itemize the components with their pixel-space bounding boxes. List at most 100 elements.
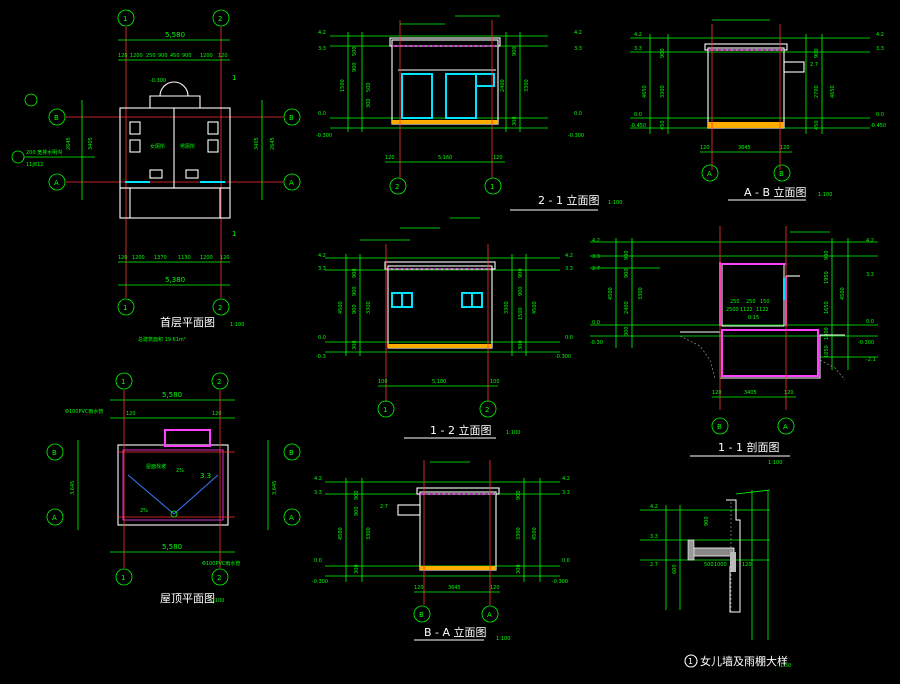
dim-bottom-part-5: 1200 — [200, 255, 213, 261]
e21-axis-bubble-1 — [484, 177, 502, 195]
s11-dim-left-2: 4500 — [608, 287, 614, 300]
detail-dim-4: 120 — [742, 562, 752, 568]
eab-dim-right-1: 2700 — [814, 85, 820, 98]
roof-axis-1-top-label: 1 — [121, 378, 125, 386]
dim-side-right-2: 2645 — [270, 137, 276, 150]
plan-front-apron — [119, 187, 231, 219]
dim-side-left: 2645 — [66, 137, 72, 150]
eba-level-33-right: 3.3 — [562, 490, 570, 496]
s11-inner-dim-5: 1122 — [756, 307, 769, 313]
eab-axis-bubble-a — [701, 164, 719, 182]
eab-dim-bottom-0: 120 — [700, 145, 710, 151]
e21-level-m03-left: -0.300 — [316, 133, 332, 139]
axis-label-2-top: 2 — [218, 15, 222, 23]
eab-dim-bottom-2: 120 — [780, 145, 790, 151]
s11-level-33-left: 3.3 — [592, 254, 600, 260]
elevation-b-a: 4.2 3.3 2.7 0.0 -0.300 4.2 3.3 0.0 -0.30… — [312, 460, 570, 642]
eba-dim-bottom-0: 120 — [414, 585, 424, 591]
first-floor-plan: 1 2 1 2 B A B A 5,580 120 1200 250 900 4… — [11, 9, 301, 343]
axis-label-1-top: 1 — [123, 15, 127, 23]
axis-label-b-right: B — [289, 114, 294, 122]
note-drain: 200 宽排水明沟 — [26, 149, 62, 156]
e12-level-m03-right: -0.300 — [555, 354, 571, 360]
eab-title: A - B 立面图 — [744, 185, 807, 199]
e12-dim-left-3: 4500 — [338, 301, 344, 314]
eba-axis-bubble-b — [413, 605, 431, 623]
s11-axis-bubble-b — [711, 417, 729, 435]
e12-axis-bubble-1 — [377, 400, 395, 418]
roof-level-label: 3.3 — [200, 472, 211, 480]
s11-axis-bubble-a — [777, 417, 795, 435]
eba-level-00-right: 0.0 — [562, 558, 570, 564]
e12-level-00-left: 0.0 — [318, 335, 326, 341]
dim-top-part-6: 900 — [182, 53, 192, 59]
plan-entry-porch — [149, 95, 201, 108]
roof-plan-title: 屋顶平面图 — [160, 592, 215, 605]
section-1-1: 4.2 3.3 2.7 0.0 -0.30 4.2 3.3 0.0 -0.300… — [590, 226, 878, 466]
e21-window — [475, 73, 495, 87]
axis-bubble-1-top — [117, 9, 135, 27]
e12-title: 1 - 2 立面图 — [430, 423, 491, 437]
e21-dim-left-4: 1500 — [340, 79, 346, 92]
roof-axis-1-top — [115, 372, 133, 390]
dim-top-part-7: 1200 — [200, 53, 213, 59]
detail-beam — [730, 552, 736, 572]
e12-base-hatch — [388, 344, 492, 348]
s11-level-42-right: 4.2 — [866, 238, 874, 244]
detail-dim-0: 600 — [672, 564, 678, 574]
roof-ridge-left — [127, 474, 175, 515]
level-minus-0300: -0.300 — [150, 78, 166, 84]
s11-dim-left-4: 2400 — [624, 301, 630, 314]
axis-bubble-a-right — [283, 173, 301, 191]
first-floor-plan-area: 总建筑面积 19.61m² — [138, 336, 186, 343]
dim-top-part-3: 250 — [146, 53, 156, 59]
roof-axis-2-bottom-label: 2 — [217, 574, 221, 582]
e12-level-00-right: 0.0 — [565, 335, 573, 341]
s11-title: 1 - 1 剖面图 — [718, 440, 779, 454]
axis-label-1-bottom: 1 — [123, 304, 127, 312]
s11-inner-dim-2: 150 — [760, 299, 770, 305]
roof-axis-2-bottom — [211, 568, 229, 586]
roof-slope-label-2: 2% — [140, 508, 148, 514]
s11-dim-left-5: 300 — [624, 326, 630, 336]
s11-level-00-right: 0.0 — [866, 319, 874, 325]
dim-top-part-1: 120 — [118, 53, 128, 59]
dim-bottom-total: 5,380 — [165, 276, 185, 284]
dim-bottom-part-3: 1370 — [154, 255, 167, 261]
e21-dim-right-1: 2400 — [500, 79, 506, 92]
e21-level-m03-right: -0.300 — [568, 133, 584, 139]
roof-plan-scale: 1:100 — [210, 598, 224, 604]
dim-bottom-part-1: 120 — [118, 255, 128, 261]
dim-bottom-part-4: 1130 — [178, 255, 191, 261]
dim-side-left-2: 3405 — [88, 137, 94, 150]
dim-top-part-4: 900 — [158, 53, 168, 59]
eab-axis-label-a: A — [707, 170, 712, 178]
e21-dim-left-0: 500 — [352, 46, 358, 56]
section-mark-bottom: 1 — [232, 230, 236, 238]
e21-axis-label-1: 1 — [490, 183, 494, 191]
eab-level-00-right: 0.0 — [876, 112, 884, 118]
roof-plan: 1 2 1 2 B A B A 5,580 120 120 5,580 3,64… — [46, 372, 301, 605]
axis-bubble-b-right — [283, 108, 301, 126]
s11-inner-dim-4: 1122 — [740, 307, 753, 313]
e21-title: 2 - 1 立面图 — [538, 193, 599, 207]
eba-dim-left-1: 900 — [354, 506, 360, 516]
eba-level-m03-right: -0.300 — [552, 579, 568, 585]
eab-level-m045-right: -0.450 — [870, 123, 886, 129]
s11-dim-bottom-0: 120 — [712, 390, 722, 396]
s11-pit-section — [721, 329, 819, 377]
room-label-men: 男厕所 — [180, 143, 195, 150]
e21-dim-bottom-0: 120 — [385, 155, 395, 161]
e12-level-42-left: 4.2 — [318, 253, 326, 259]
s11-level-m03-right: -0.300 — [858, 340, 874, 346]
eab-level-42-right: 4.2 — [876, 32, 884, 38]
e21-scale: 1:100 — [608, 200, 622, 206]
s11-dim-right-0: 900 — [824, 250, 830, 260]
eba-dim-right-1: 3300 — [516, 527, 522, 540]
roof-note-slope: 屋面找坡 — [146, 463, 166, 470]
e12-axis-label-1: 1 — [383, 406, 387, 414]
eba-dim-left-3: 4500 — [338, 527, 344, 540]
eab-level-00-left: 0.0 — [634, 112, 642, 118]
eab-dim-left-0: 900 — [660, 48, 666, 58]
elevation-2-1: 4.2 3.3 0.0 -0.300 4.2 3.3 0.0 -0.300 50… — [316, 15, 622, 211]
